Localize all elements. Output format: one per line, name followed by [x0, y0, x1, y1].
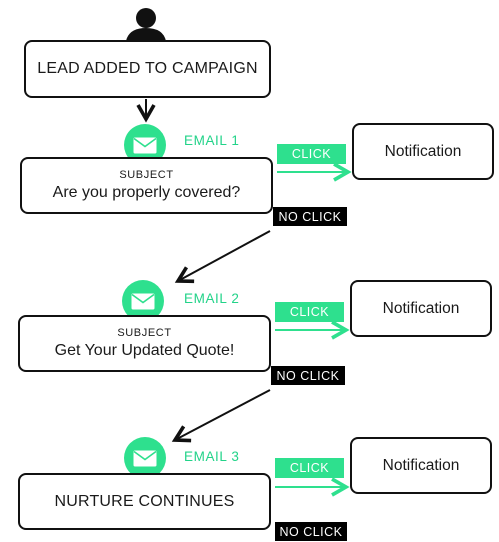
arrow-noclick-1 [174, 230, 271, 284]
email-3-label: EMAIL 3 [184, 449, 240, 464]
email-3-text: NURTURE CONTINUES [54, 492, 235, 510]
email-3-badge [124, 437, 166, 479]
notification-1: Notification [352, 123, 494, 180]
email-3-node: NURTURE CONTINUES [18, 473, 271, 530]
notification-2-label: Notification [382, 299, 460, 317]
email-2-subject: Get Your Updated Quote! [54, 342, 235, 359]
email-2-label: EMAIL 2 [184, 291, 240, 306]
start-node-label: LEAD ADDED TO CAMPAIGN [37, 60, 258, 77]
email-1-subject-label: SUBJECT [119, 169, 174, 181]
email-3-noclick-tag: NO CLICK [275, 522, 347, 541]
start-node: LEAD ADDED TO CAMPAIGN [24, 40, 271, 98]
email-1-noclick-tag: NO CLICK [273, 207, 347, 226]
email-1-click-tag: CLICK [277, 144, 346, 164]
notification-2: Notification [350, 280, 492, 337]
email-2-node: SUBJECT Get Your Updated Quote! [18, 315, 271, 372]
notification-3: Notification [350, 437, 492, 494]
envelope-icon [131, 293, 155, 309]
email-1-label: EMAIL 1 [184, 133, 240, 148]
email-2-noclick-tag: NO CLICK [271, 366, 345, 385]
email-2-click-tag: CLICK [275, 302, 344, 322]
notification-3-label: Notification [382, 456, 460, 474]
email-2-subject-label: SUBJECT [117, 327, 172, 339]
arrow-noclick-2 [171, 389, 271, 443]
envelope-icon [133, 450, 157, 466]
email-1-subject: Are you properly covered? [52, 184, 241, 201]
envelope-icon [133, 137, 157, 153]
email-3-click-tag: CLICK [275, 458, 344, 478]
person-icon [123, 7, 169, 41]
notification-1-label: Notification [384, 142, 462, 160]
email-1-node: SUBJECT Are you properly covered? [20, 157, 273, 214]
